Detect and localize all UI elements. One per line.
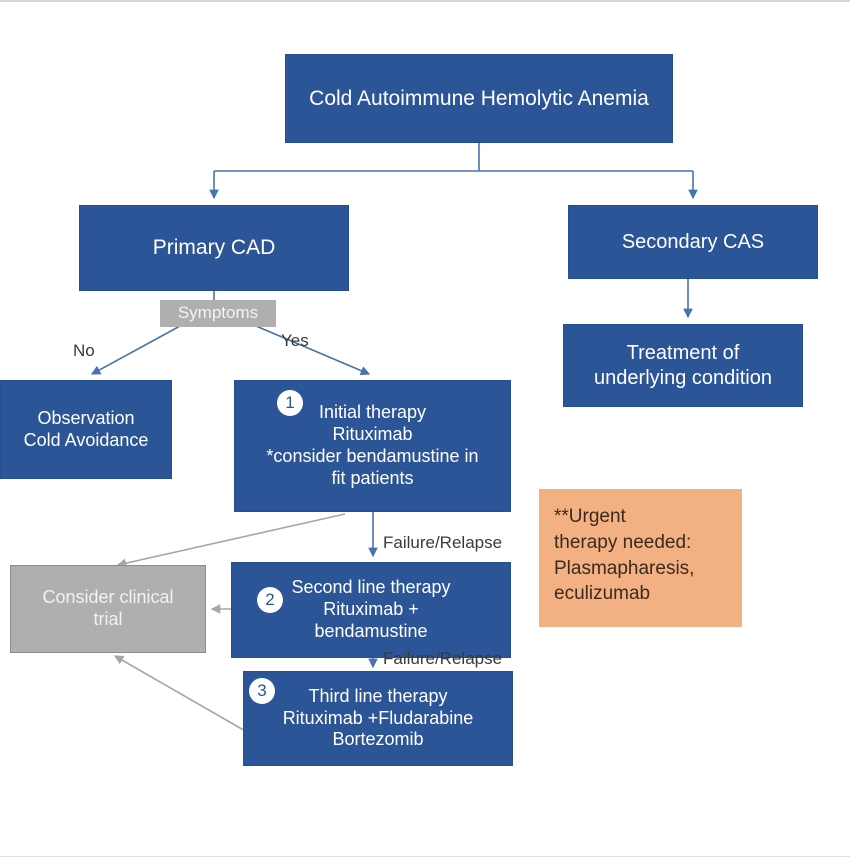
node-initial-therapy[interactable]: Initial therapy Rituximab *consider bend…	[234, 380, 511, 512]
node-label: Primary CAD	[152, 236, 276, 260]
node-label: Initial therapy Rituximab *consider bend…	[266, 402, 479, 488]
node-third-line-therapy[interactable]: Third line therapy Rituximab +Fludarabin…	[243, 671, 513, 766]
step-badge-3: 3	[249, 678, 275, 704]
edge-label-failure-relapse-2: Failure/Relapse	[383, 649, 503, 668]
node-label: Observation Cold Avoidance	[23, 407, 149, 450]
step-badge-2: 2	[257, 587, 283, 613]
note-label: **Urgent therapy needed: Plasmapharesis,…	[554, 506, 695, 605]
note-urgent-therapy: **Urgent therapy needed: Plasmapharesis,…	[539, 489, 742, 627]
node-label: Secondary CAS	[621, 230, 765, 253]
node-consider-clinical-trial[interactable]: Consider clinical trial	[10, 565, 206, 653]
node-label: Second line therapy Rituximab + bendamus…	[291, 577, 451, 641]
edge-label-yes: Yes	[281, 331, 309, 350]
node-label: Cold Autoimmune Hemolytic Anemia	[309, 86, 649, 110]
node-label: Treatment of underlying condition	[594, 342, 772, 389]
node-label: Third line therapy Rituximab +Fludarabin…	[282, 685, 474, 750]
node-observation-cold-avoidance[interactable]: Observation Cold Avoidance	[0, 380, 172, 479]
node-secondary-cas[interactable]: Secondary CAS	[568, 205, 818, 279]
node-label: Consider clinical trial	[42, 587, 174, 629]
node-cold-autoimmune-hemolytic-anemia[interactable]: Cold Autoimmune Hemolytic Anemia	[285, 54, 673, 143]
step-badge-1: 1	[277, 390, 303, 416]
edge-label-no: No	[73, 341, 95, 360]
node-primary-cad[interactable]: Primary CAD	[79, 205, 349, 291]
edge-label-failure-relapse-1: Failure/Relapse	[383, 533, 503, 552]
node-treatment-of-underlying-condition[interactable]: Treatment of underlying condition	[563, 324, 803, 407]
decision-symptoms[interactable]: Symptoms	[160, 300, 276, 327]
